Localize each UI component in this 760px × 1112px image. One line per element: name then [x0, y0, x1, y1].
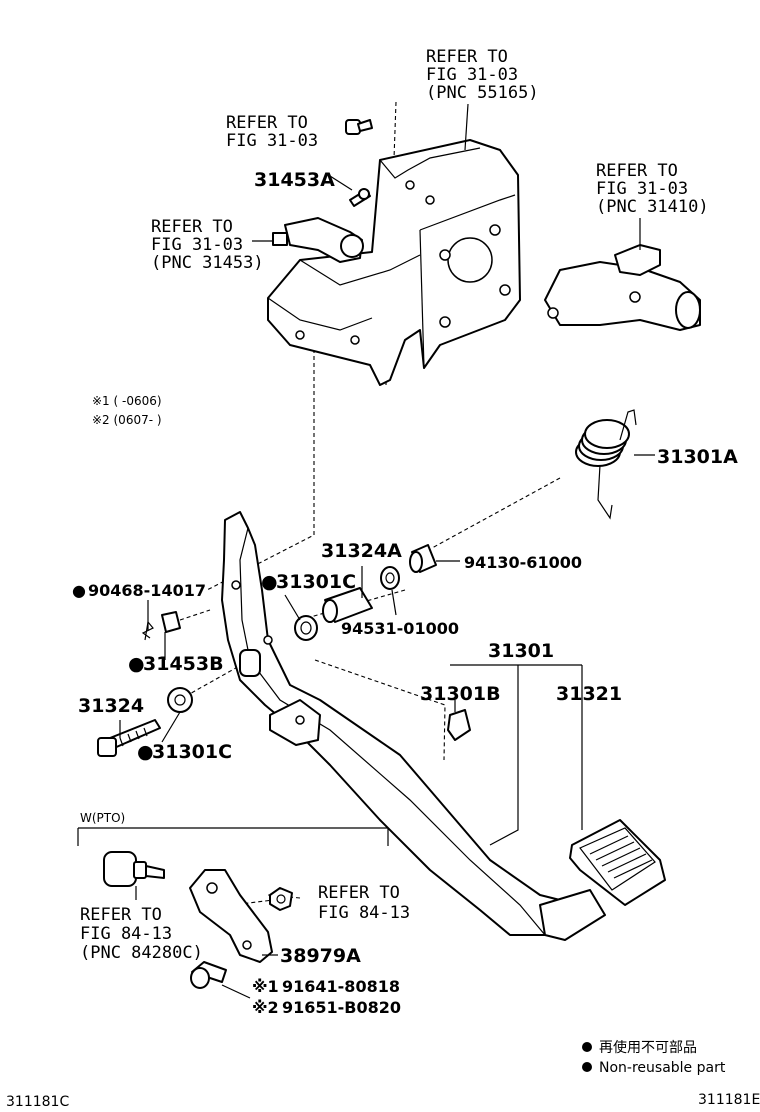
- mark-note1: ※1: [252, 977, 279, 996]
- leader-lines: [119, 103, 655, 999]
- note-1: ※1 ( -0606): [92, 394, 162, 408]
- label-31453A: 31453A: [254, 169, 335, 191]
- label-31301: 31301: [488, 640, 554, 662]
- ref-84-13-line2: FIG 84-13: [318, 903, 410, 923]
- bolt-31453A: [349, 188, 371, 207]
- ref-31453-line2: FIG 31-03: [151, 235, 243, 255]
- bush-31301C-lower: [167, 687, 193, 713]
- label-94531-01000: 94531-01000: [341, 619, 459, 638]
- ref-bolt-line1: REFER TO: [226, 113, 308, 133]
- bush-31453B: [161, 611, 181, 633]
- ref-84280C-line3: (PNC 84280C): [80, 943, 203, 963]
- pedal-pad: [539, 819, 666, 941]
- ref-31453-line3: (PNC 31453): [151, 253, 264, 273]
- legend-bullet-jp: [582, 1042, 592, 1052]
- ref-84280C-line2: FIG 84-13: [80, 924, 172, 944]
- label-31324A: 31324A: [321, 540, 402, 562]
- ref-55165-line3: (PNC 55165): [426, 83, 539, 103]
- bolt-91641: [190, 961, 227, 989]
- bolt-31324: [97, 719, 161, 757]
- pedal-bracket: [267, 139, 521, 386]
- stopper-31301B: [447, 709, 471, 741]
- label-90468-14017: 90468-14017: [88, 581, 206, 600]
- label-91641-80818: 91641-80818: [282, 977, 400, 996]
- ref-31410-line2: FIG 31-03: [596, 179, 688, 199]
- bush-94130: [409, 544, 437, 573]
- master-cylinder: [544, 244, 701, 331]
- pto-label: W(PTO): [80, 811, 125, 825]
- label-94130-61000: 94130-61000: [464, 553, 582, 572]
- figure-code-left: 311181C: [6, 1094, 69, 1110]
- bolt-small: [345, 119, 373, 135]
- label-31453B: 31453B: [143, 653, 224, 675]
- bush-31301C-upper: [294, 615, 318, 641]
- mark-note2: ※2: [252, 998, 279, 1017]
- figure-code-right: 311181E: [698, 1092, 760, 1108]
- ref-55165-line2: FIG 31-03: [426, 65, 518, 85]
- note-2: ※2 (0607- ): [92, 413, 162, 427]
- bracket-38979A: [189, 869, 273, 963]
- bullet-90468: ●: [72, 581, 86, 600]
- ref-31410-line3: (PNC 31410): [596, 197, 709, 217]
- legend-jp: 再使用不可部品: [599, 1039, 697, 1056]
- nut: [269, 887, 293, 911]
- ref-31410-line1: REFER TO: [596, 161, 678, 181]
- label-31321: 31321: [556, 683, 622, 705]
- legend-en: Non-reusable part: [599, 1060, 726, 1076]
- label-91651-B0820: 91651-B0820: [282, 998, 401, 1017]
- ref-84280C-line1: REFER TO: [80, 905, 162, 925]
- collar-94531: [380, 566, 400, 590]
- label-31301C-lower: 31301C: [152, 741, 232, 763]
- ref-bolt-line2: FIG 31-03: [226, 131, 318, 151]
- ref-31453-line1: REFER TO: [151, 217, 233, 237]
- ref-55165-line1: REFER TO: [426, 47, 508, 67]
- ref-84-13-line1: REFER TO: [318, 883, 400, 903]
- label-31324: 31324: [78, 695, 144, 717]
- pto-switch: [103, 851, 165, 887]
- bush-31324A: [322, 587, 373, 623]
- bullet-31453B: ●: [128, 653, 145, 675]
- bullet-31301C-upper: ●: [261, 571, 278, 593]
- clip-90468: [141, 620, 154, 641]
- stop-lamp-switch: [272, 217, 364, 263]
- label-31301A: 31301A: [657, 446, 738, 468]
- legend-bullet-en: [582, 1062, 592, 1072]
- label-31301C-upper: 31301C: [276, 571, 356, 593]
- label-38979A: 38979A: [280, 945, 361, 967]
- bullet-31301C-lower: ●: [137, 741, 154, 763]
- return-spring: [575, 409, 637, 520]
- label-31301B: 31301B: [420, 683, 501, 705]
